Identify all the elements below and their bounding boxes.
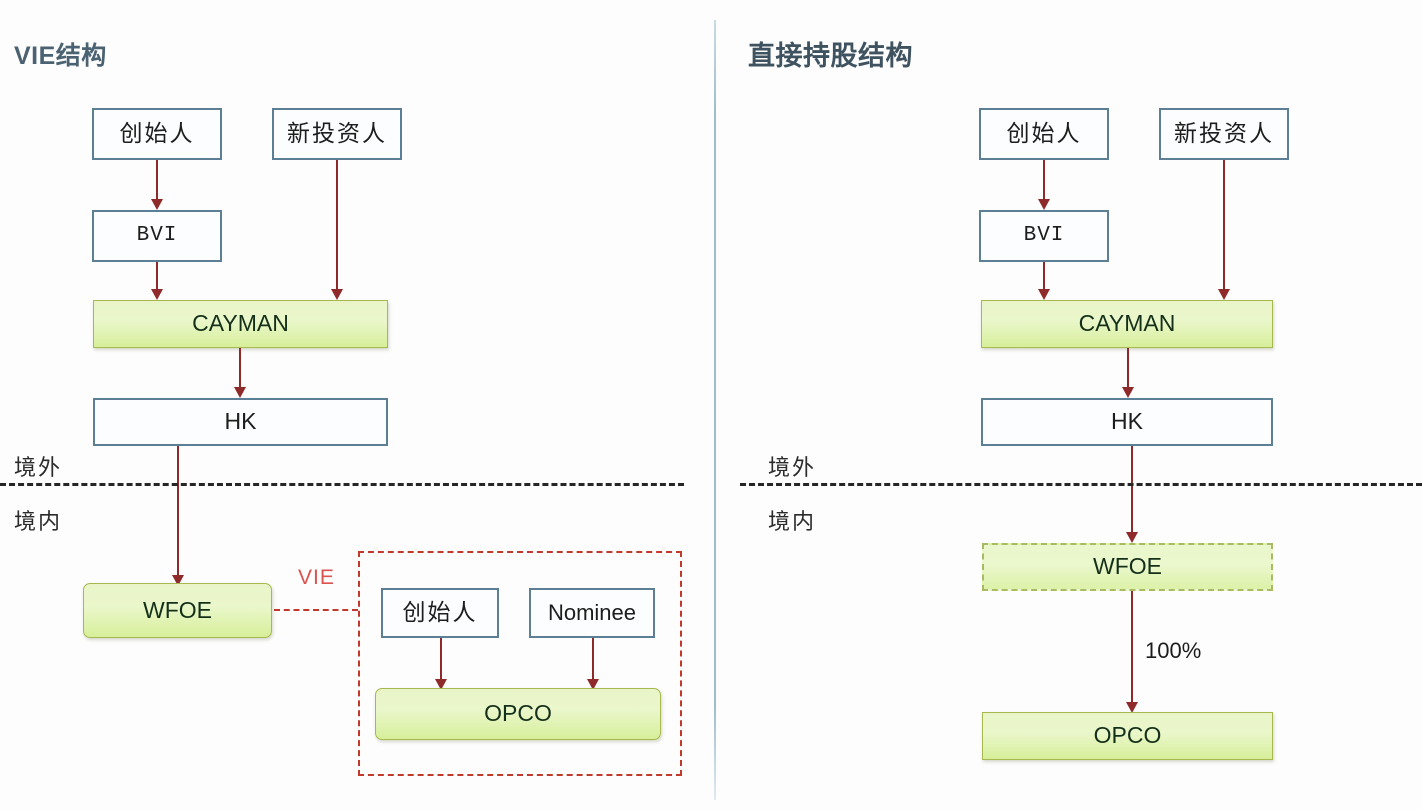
vie-arrow-nominee-to-opco <box>587 638 599 690</box>
right-node-hk[interactable]: HK <box>981 398 1273 446</box>
left-label-onshore: 境内 <box>14 509 63 534</box>
left-node-cayman[interactable]: CAYMAN <box>93 300 388 348</box>
vie-node-opco[interactable]: OPCO <box>375 688 661 740</box>
left-node-wfoe[interactable]: WFOE <box>83 583 272 638</box>
right-node-bvi[interactable]: BVI <box>979 210 1109 262</box>
right-node-new-investor[interactable]: 新投资人 <box>1159 108 1289 160</box>
right-arrow-cayman-to-hk <box>1122 348 1134 398</box>
panel-title-right: 直接持股结构 <box>748 41 913 71</box>
right-label-offshore: 境外 <box>768 455 817 480</box>
left-arrow-hk-to-wfoe <box>172 446 184 586</box>
right-ownership-label: 100% <box>1145 638 1202 663</box>
vie-node-founder[interactable]: 创始人 <box>381 588 499 638</box>
right-node-cayman[interactable]: CAYMAN <box>981 300 1273 348</box>
left-arrow-cayman-to-hk <box>234 348 246 398</box>
left-node-bvi[interactable]: BVI <box>92 210 222 262</box>
right-arrow-founder-to-bvi <box>1038 160 1050 210</box>
right-node-opco[interactable]: OPCO <box>982 712 1273 760</box>
panel-title-left: VIE结构 <box>14 42 107 70</box>
left-boundary-line <box>0 483 684 486</box>
left-arrow-investor-to-cayman <box>331 160 343 300</box>
right-arrow-bvi-to-cayman <box>1038 262 1050 300</box>
vie-node-nominee[interactable]: Nominee <box>529 588 655 638</box>
vie-link-label: VIE <box>298 566 335 589</box>
left-arrow-bvi-to-cayman <box>151 262 163 300</box>
right-boundary-line <box>740 483 1422 486</box>
vie-structure-container <box>358 551 682 776</box>
right-node-founder[interactable]: 创始人 <box>979 108 1109 160</box>
left-node-hk[interactable]: HK <box>93 398 388 446</box>
right-label-onshore: 境内 <box>768 509 817 534</box>
right-node-wfoe[interactable]: WFOE <box>982 543 1273 591</box>
left-arrow-founder-to-bvi <box>151 160 163 210</box>
vie-arrow-founder-to-opco <box>435 638 447 690</box>
right-arrow-investor-to-cayman <box>1218 160 1230 300</box>
left-label-offshore: 境外 <box>14 455 63 480</box>
left-node-founder[interactable]: 创始人 <box>92 108 222 160</box>
left-node-new-investor[interactable]: 新投资人 <box>272 108 402 160</box>
vie-dashed-connector <box>274 609 358 611</box>
right-arrow-hk-to-wfoe <box>1126 446 1138 543</box>
panel-divider <box>714 20 716 800</box>
right-arrow-wfoe-to-opco <box>1126 591 1138 713</box>
